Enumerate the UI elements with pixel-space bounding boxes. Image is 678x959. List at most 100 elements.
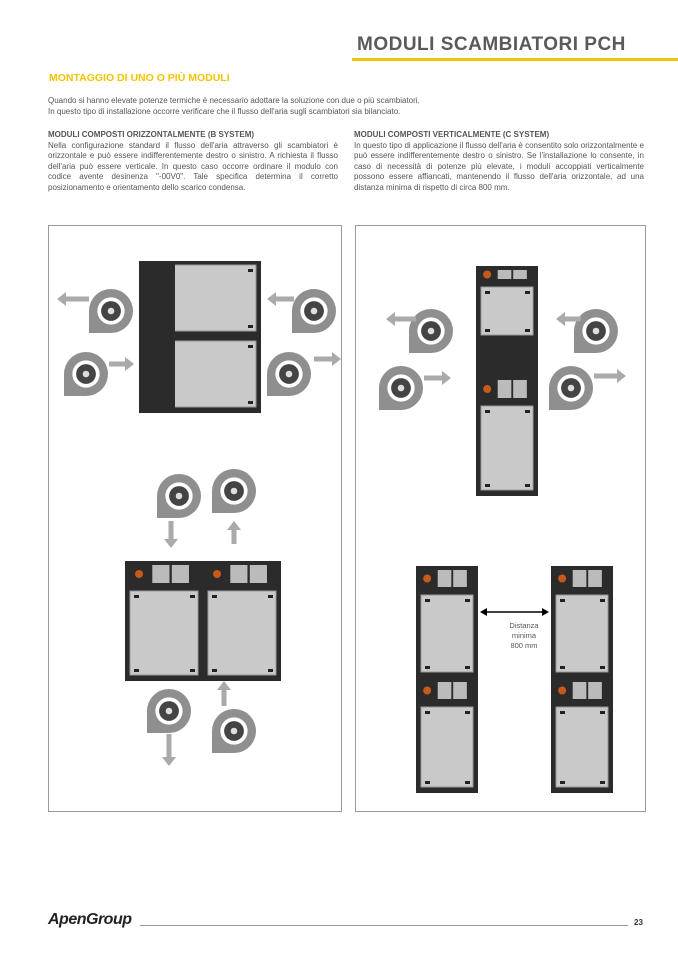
section-title: MONTAGGIO DI UNO O PIÙ MODULI [49, 72, 230, 84]
column-text: In questo tipo di applicazione il flusso… [354, 140, 644, 192]
heat-exchanger-panel [480, 405, 534, 491]
mounting-bolt [560, 781, 565, 784]
mounting-bolt [525, 291, 530, 294]
mounting-bolt [268, 669, 273, 672]
status-light [558, 574, 567, 583]
page-number: 23 [634, 918, 643, 927]
mounting-bolt [268, 595, 273, 598]
mounting-bolt [600, 666, 605, 669]
column-text: Nella configurazione standard il flusso … [48, 140, 338, 192]
status-light [135, 570, 144, 578]
distance-label-line: 800 mm [510, 641, 538, 650]
heat-exchanger-panel [555, 706, 609, 788]
figure-b-system [48, 225, 342, 812]
status-light [213, 570, 222, 578]
fan-grille [230, 565, 248, 583]
module-frame [476, 341, 538, 376]
mounting-bolt [248, 345, 253, 348]
mounting-bolt [525, 484, 530, 487]
fan-hub [285, 370, 293, 378]
mounting-bolt [425, 711, 430, 714]
airflow-arrowhead [217, 681, 231, 690]
fan-grille [171, 565, 189, 583]
intro-line: Quando si hanno elevate potenze termiche… [48, 96, 420, 105]
mounting-bolt [465, 599, 470, 602]
mounting-bolt [425, 781, 430, 784]
fan-grille [572, 682, 587, 699]
airflow-arrowhead [556, 312, 565, 326]
status-light [423, 686, 432, 695]
mounting-bolt [485, 329, 490, 332]
fan-grille [453, 570, 467, 587]
fan-hub [230, 487, 238, 495]
fan-grille [152, 565, 170, 583]
dimension-arrowhead [480, 608, 487, 616]
fan-grille [497, 270, 512, 279]
heat-exchanger-panel [480, 286, 534, 336]
dimension-arrowhead [542, 608, 549, 616]
mounting-bolt [248, 269, 253, 272]
status-light [558, 686, 567, 695]
airflow-arrowhead [332, 352, 341, 366]
fan-hub [107, 307, 115, 315]
column-heading: MODULI COMPOSTI ORIZZONTALMENTE (B SYSTE… [48, 130, 255, 139]
mounting-bolt [248, 401, 253, 404]
mounting-bolt [485, 484, 490, 487]
column-c-system: MODULI COMPOSTI VERTICALMENTE (C SYSTEM)… [354, 130, 644, 194]
fan-grille [513, 270, 527, 279]
fan-hub [310, 307, 318, 315]
fan-grille [497, 380, 512, 398]
mounting-bolt [134, 669, 139, 672]
fan-grille [453, 682, 467, 699]
airflow-arrowhead [442, 371, 451, 385]
airflow-arrowhead [617, 369, 626, 383]
page-title: MODULI SCAMBIATORI PCH [357, 34, 626, 55]
status-light [483, 270, 492, 279]
mounting-bolt [465, 666, 470, 669]
fan-grille [513, 380, 527, 398]
airflow-arrowhead [164, 539, 178, 548]
mounting-bolt [485, 291, 490, 294]
intro-text: Quando si hanno elevate potenze termiche… [48, 96, 648, 117]
mounting-bolt [560, 666, 565, 669]
apengroup-logo: ApenGroup [48, 911, 132, 928]
heat-exchanger-panel [420, 594, 474, 673]
mounting-bolt [525, 329, 530, 332]
mounting-bolt [600, 711, 605, 714]
airflow-arrowhead [227, 521, 241, 530]
status-light [483, 385, 492, 393]
airflow-arrowhead [162, 757, 176, 766]
heat-exchanger-panel [555, 594, 609, 673]
title-underline [352, 58, 678, 61]
mounting-bolt [465, 711, 470, 714]
intro-line: In questo tipo di installazione occorre … [48, 106, 401, 116]
fan-grille [588, 570, 602, 587]
heat-exchanger-panel [129, 590, 199, 676]
fan-grille [572, 570, 587, 587]
airflow-arrowhead [386, 312, 395, 326]
fan-hub [567, 384, 575, 392]
fan-hub [427, 327, 435, 335]
mounting-bolt [485, 410, 490, 413]
mounting-bolt [190, 595, 195, 598]
mounting-bolt [560, 599, 565, 602]
distance-label-line: minima [511, 631, 537, 640]
fan-hub [230, 727, 238, 735]
mounting-bolt [190, 669, 195, 672]
fan-hub [82, 370, 90, 378]
fan-grille [437, 682, 452, 699]
footer-divider [140, 925, 628, 926]
heat-exchanger-panel [207, 590, 277, 676]
c-system-diagram [379, 266, 626, 793]
fan-hub [175, 492, 183, 500]
mounting-bolt [134, 595, 139, 598]
mounting-bolt [525, 410, 530, 413]
airflow-arrowhead [267, 292, 276, 306]
heat-exchanger-panel [420, 706, 474, 788]
fan-hub [397, 384, 405, 392]
mounting-bolt [560, 711, 565, 714]
mounting-bolt [465, 781, 470, 784]
status-light [423, 574, 432, 583]
fan-grille [437, 570, 452, 587]
